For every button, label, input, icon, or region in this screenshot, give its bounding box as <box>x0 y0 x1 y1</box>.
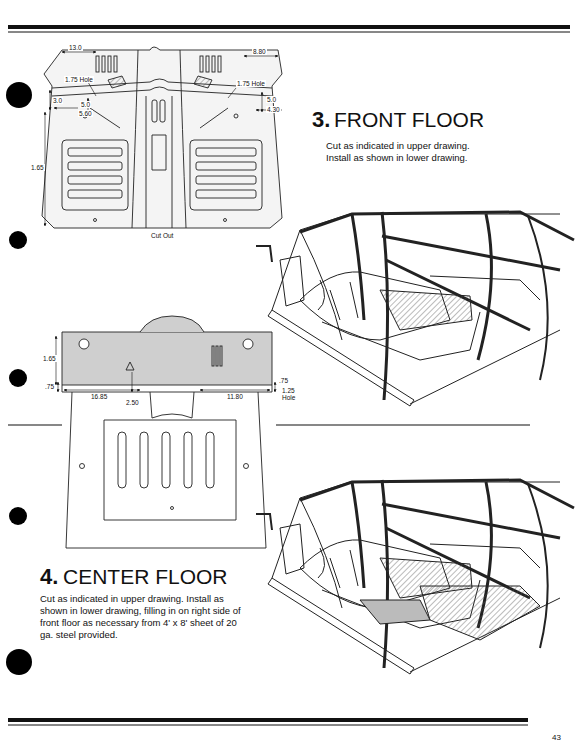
dimension: Cut Out <box>150 232 174 239</box>
section-heading: CENTER FLOOR <box>63 565 228 588</box>
dimension: 1.75 Hole <box>236 80 266 87</box>
dimension: 3.0 <box>52 97 63 104</box>
instructions: Cut as indicated in upper drawing. Insta… <box>40 593 250 641</box>
dimension: 2.50 <box>125 399 140 406</box>
dimension: 5.0 <box>266 96 277 103</box>
dimension: 8.80 <box>252 48 267 55</box>
section-number: 4. <box>40 565 58 589</box>
instructions: Cut as indicated in upper drawing. Insta… <box>326 140 494 164</box>
dimension: .75 <box>44 383 55 390</box>
page-number: 43 <box>552 734 561 743</box>
dimension: 4.30 <box>266 106 281 113</box>
dimension: 13.0 <box>68 44 83 51</box>
dimension: 1.25 Hole <box>281 387 305 401</box>
dimension: .75 <box>278 377 289 384</box>
section-number: 3. <box>312 108 330 132</box>
dimension: 16.85 <box>90 393 108 400</box>
dimension: 5.0 <box>80 101 91 108</box>
dimension: 11.80 <box>226 393 244 400</box>
dimension: 1.75 Hole <box>64 76 94 83</box>
section-heading: FRONT FLOOR <box>334 108 484 131</box>
dimension: 1.65 <box>30 164 45 171</box>
dimension: 5.60 <box>78 110 93 117</box>
dimension: 1.65 <box>42 355 57 362</box>
